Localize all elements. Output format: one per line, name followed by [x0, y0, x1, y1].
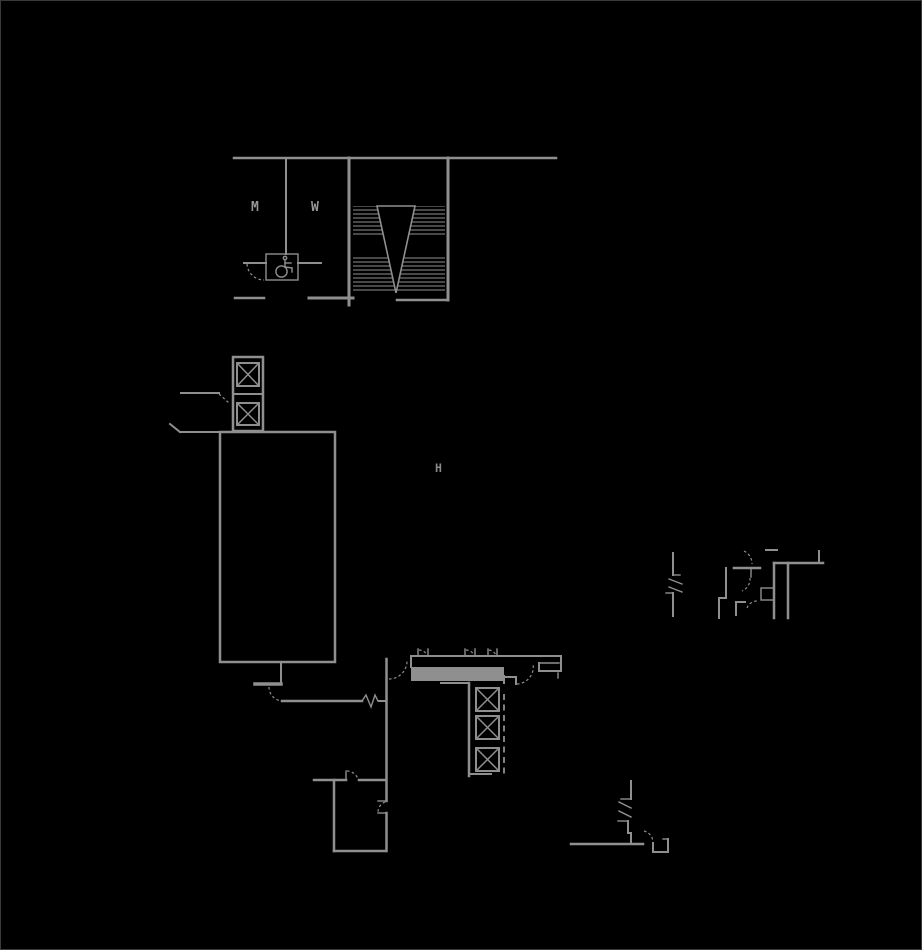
- door-swing-arc: [643, 830, 654, 844]
- door-frame: [417, 648, 429, 657]
- shaft-outline: [218, 430, 337, 664]
- door-swing-arc: [743, 550, 753, 565]
- room-bottom-left: [312, 770, 388, 853]
- hoistway-label: H: [435, 461, 442, 475]
- wall-poche: [411, 667, 504, 681]
- elevator-x-symbol: [236, 402, 260, 426]
- door-frame: [464, 648, 476, 657]
- elevator-bank-right: [467, 675, 505, 778]
- stair-direction-v: [376, 205, 416, 294]
- elevator-x-symbol: [475, 715, 500, 740]
- mens-room-label: M: [251, 200, 259, 215]
- door-swing-arc: [388, 660, 408, 680]
- right-wing-fragment: [665, 549, 825, 620]
- corridor-block: [280, 648, 562, 853]
- door-swing-arc: [246, 263, 265, 281]
- elevator-x-symbol: [475, 687, 500, 712]
- wall-break-symbol: [361, 693, 379, 709]
- door-swing-arc: [516, 663, 534, 685]
- wall-break-symbol: [668, 578, 683, 593]
- wheelchair-accessible-icon: [243, 253, 322, 281]
- bottom-right-fragment: [569, 780, 669, 853]
- stairwell: [353, 205, 445, 294]
- door-swing-arc: [268, 686, 283, 702]
- door-swing-arc: [346, 770, 359, 780]
- elevator-bank-left: [180, 355, 265, 433]
- womens-room-label: W: [311, 200, 319, 215]
- wall-break-symbol: [618, 801, 632, 818]
- door-swing-arc: [741, 577, 751, 592]
- door-leaf: [218, 393, 230, 404]
- lobby-shaft-rectangle: [168, 422, 337, 702]
- door-swing-arc: [746, 600, 759, 609]
- door-frame: [487, 648, 498, 657]
- elevator-x-symbol: [236, 362, 260, 387]
- elevator-x-symbol: [475, 747, 500, 772]
- door-swing-arc: [377, 801, 386, 813]
- restroom-block: M W: [232, 156, 558, 307]
- small-shaft: [760, 587, 775, 601]
